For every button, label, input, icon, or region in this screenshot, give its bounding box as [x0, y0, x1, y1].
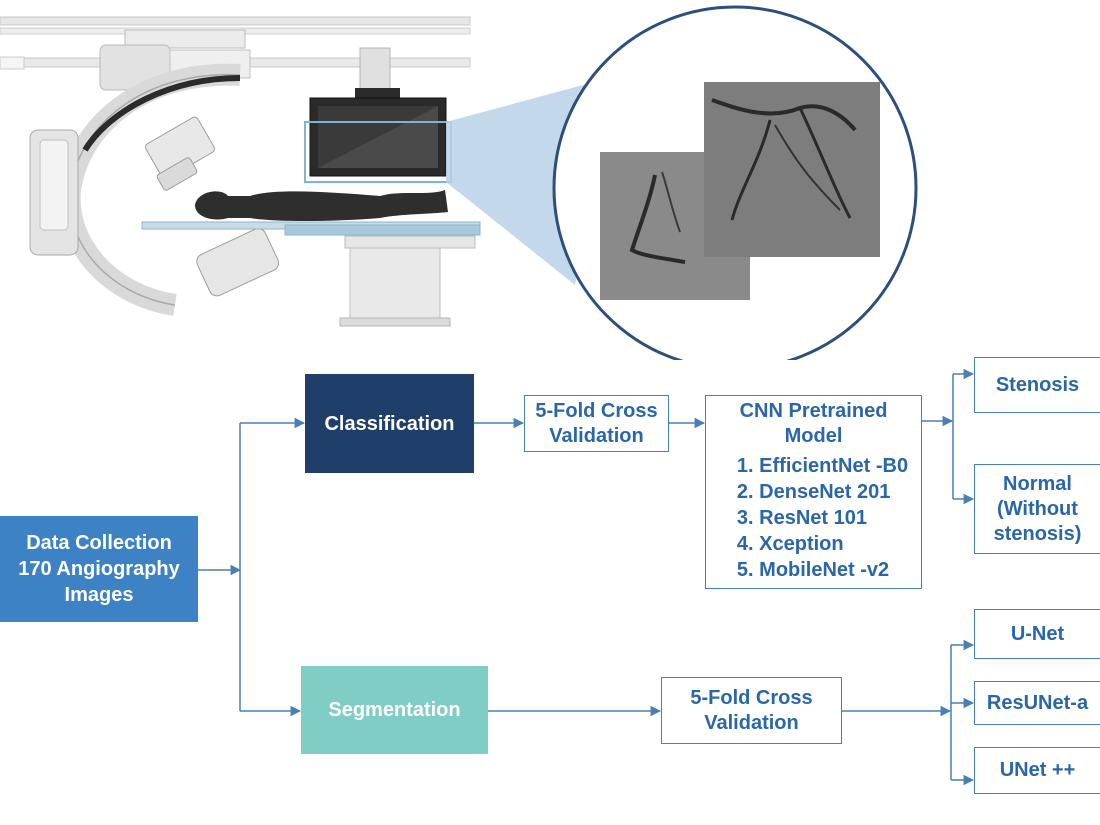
output-normal-line3: stenosis) [993, 522, 1082, 545]
output-unetpp-label: UNet ++ [999, 759, 1076, 781]
cnn-model-item: 2. DenseNet 201 [736, 481, 891, 503]
classification-box: Classification [305, 374, 474, 473]
patient-icon [195, 190, 448, 221]
output-resunet-box: ResUNet-a [974, 681, 1100, 725]
cross-validation-segmentation-box: 5-Fold Cross Validation [661, 677, 842, 744]
cnn-model-item: 1. EfficientNet -B0 [736, 455, 909, 477]
cnn-model-list: 1. EfficientNet -B0 2. DenseNet 201 3. R… [719, 453, 908, 583]
output-normal-box: Normal (Without stenosis) [974, 464, 1100, 554]
cv-line1: 5-Fold Cross [535, 399, 658, 422]
cnn-model-item: 3. ResNet 101 [736, 507, 867, 529]
data-collection-line2: 170 Angiography [18, 558, 180, 580]
data-collection-line1: Data Collection [26, 532, 172, 554]
output-resunet-label: ResUNet-a [986, 691, 1089, 714]
cross-validation-classification-box: 5-Fold Cross Validation [524, 395, 669, 452]
zoom-circle [552, 5, 918, 360]
output-stenosis-label: Stenosis [995, 373, 1080, 396]
output-normal-line2: (Without [997, 497, 1078, 520]
cv-line2: Validation [549, 424, 644, 447]
data-collection-box: Data Collection 170 Angiography Images [0, 516, 198, 622]
cnn-model-item: 4. Xception [736, 533, 844, 555]
cnn-model-item: 5. MobileNet -v2 [736, 559, 890, 581]
output-unetpp-box: UNet ++ [974, 747, 1100, 794]
ceiling-rail [0, 16, 471, 26]
segmentation-box: Segmentation [301, 666, 488, 754]
cv-line2: Validation [704, 711, 799, 734]
xray-tube-icon [196, 228, 280, 297]
output-stenosis-box: Stenosis [974, 357, 1100, 413]
cnn-title-line1: CNN Pretrained [739, 400, 888, 422]
cv-line1: 5-Fold Cross [690, 686, 813, 709]
cnn-model-box: CNN Pretrained Model 1. EfficientNet -B0… [705, 395, 922, 589]
output-normal-line1: Normal [1003, 472, 1072, 495]
data-collection-line3: Images [64, 584, 134, 606]
output-unet-box: U-Net [974, 609, 1100, 659]
segmentation-label: Segmentation [328, 699, 461, 721]
output-unet-label: U-Net [1010, 622, 1065, 645]
cnn-title-line2: Model [784, 425, 843, 447]
classification-label: Classification [324, 412, 455, 435]
angiography-illustration [0, 5, 918, 360]
